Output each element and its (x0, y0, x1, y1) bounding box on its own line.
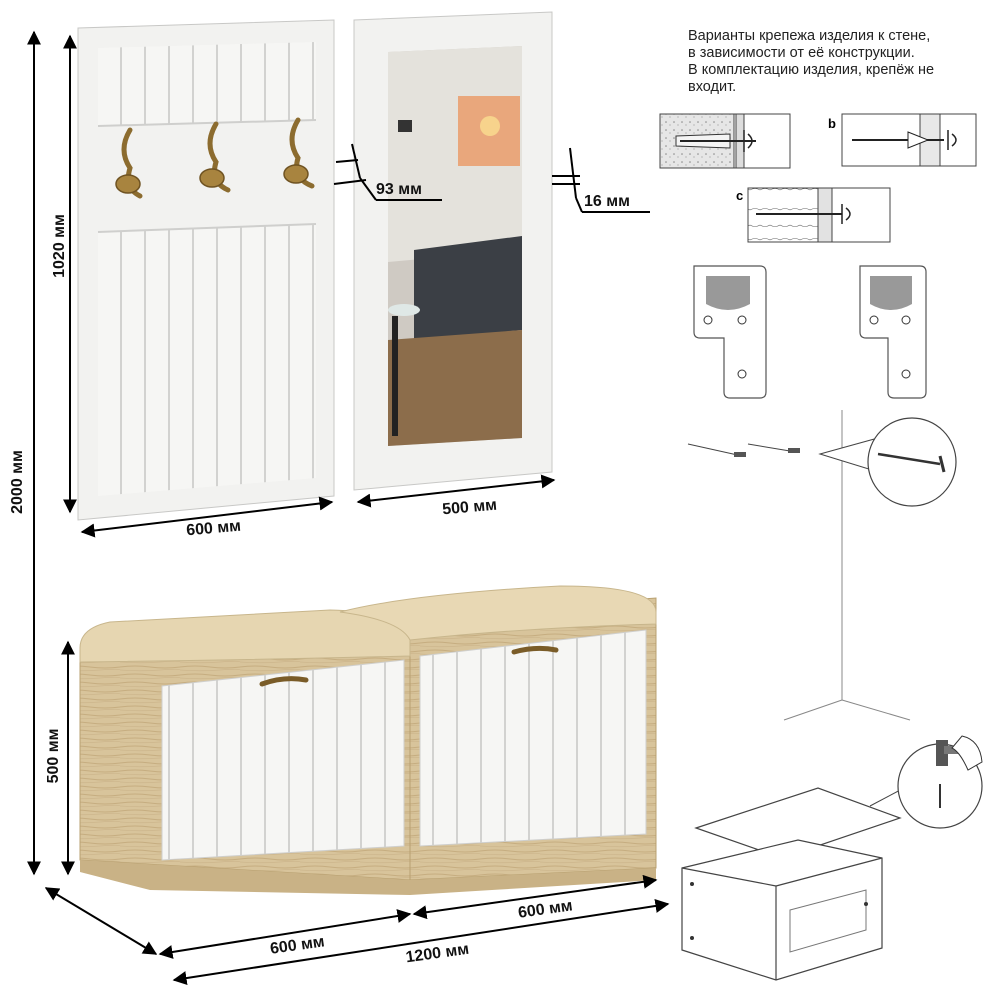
dimension-label-module-left-width: 600 мм (269, 933, 326, 957)
wall-corner (687, 410, 957, 721)
coat-hook-3 (283, 117, 315, 189)
mount-option-concrete (659, 113, 791, 169)
mounting-note-line-2: в зависимости от её конструкции. (688, 45, 915, 61)
dimension-label-hook-panel-width: 600 мм (186, 518, 242, 540)
dimension-hook-panel-width: 600 мм (80, 496, 334, 540)
dimension-label-bench-height: 500 мм (45, 729, 62, 784)
dimension-total-height: 2000 мм (9, 30, 41, 876)
dimension-bench-height: 500 мм (45, 640, 75, 876)
dimension-label-mirror-width: 500 мм (442, 497, 498, 519)
mount-label-b: b (828, 116, 836, 131)
coat-hook-1 (115, 127, 143, 199)
dimension-label-total-width: 1200 мм (405, 941, 470, 967)
dimension-module-left-width: 600 мм (158, 909, 412, 959)
dimension-label-total-height: 2000 мм (9, 450, 26, 514)
mounting-note: Варианты крепежа изделия к стене, в зави… (688, 28, 988, 96)
mount-option-c: c (736, 187, 891, 243)
wall-bracket-left (693, 265, 767, 399)
hook-panel (77, 19, 335, 521)
dimension-total-width: 1200 мм (172, 898, 670, 986)
bench (79, 585, 657, 895)
mounting-note-line-3: В комплектацию изделия, крепёж не (688, 62, 935, 78)
wall-bracket-right (859, 265, 927, 399)
dimension-label-thickness-16: 16 мм (584, 193, 630, 210)
mounting-note-line-4: входит. (688, 79, 737, 95)
mount-option-b: b (828, 113, 977, 167)
dimension-depth-93: 93 мм (333, 143, 442, 201)
dimension-bench-depth (44, 887, 158, 955)
dimension-panel-height: 1020 мм (51, 34, 77, 514)
box-assembly (681, 735, 983, 981)
mount-label-c: c (736, 188, 743, 203)
dimension-label-module-right-width: 600 мм (517, 897, 574, 921)
dimension-label-panel-height: 1020 мм (51, 214, 68, 278)
mounting-note-line-1: Варианты крепежа изделия к стене, (688, 28, 931, 44)
coat-hook-2 (199, 121, 231, 193)
dimension-thickness-16: 16 мм (552, 147, 650, 213)
dimension-mirror-width: 500 мм (356, 474, 556, 519)
dimension-label-depth-93: 93 мм (376, 181, 422, 198)
mirror-panel (353, 11, 553, 491)
